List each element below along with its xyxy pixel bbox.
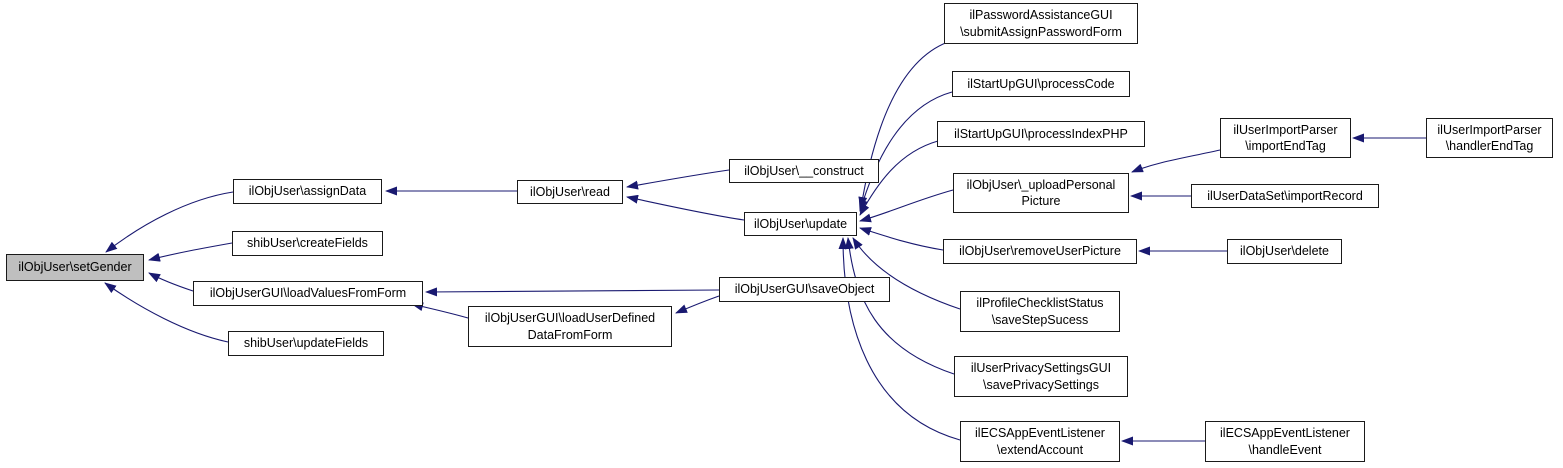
edge-submit-assign-password-form-to-update xyxy=(858,41,949,209)
node-label: \saveStepSucess xyxy=(991,312,1089,327)
node-label: ilObjUser\setGender xyxy=(18,260,132,275)
node-label: ilUserPrivacySettingsGUI xyxy=(970,361,1112,376)
node-remove-user-picture[interactable]: ilObjUser\removeUserPicture xyxy=(943,239,1137,264)
edge-update-to-read xyxy=(626,194,745,221)
node-import-end-tag[interactable]: ilUserImportParser \importEndTag xyxy=(1220,118,1351,158)
node-process-code[interactable]: ilStartUpGUI\processCode xyxy=(952,71,1130,97)
node-label: \handlerEndTag xyxy=(1445,139,1534,153)
edge-extend-account-to-update xyxy=(838,237,961,441)
node-label: ilObjUser\assignData xyxy=(248,184,367,199)
node-label: \handleEvent xyxy=(1248,442,1322,457)
node-label: ilObjUserGUI\loadUserDefined xyxy=(484,311,656,326)
node-label: ilObjUser\read xyxy=(530,184,610,199)
node-label: ilUserDataSet\importRecord xyxy=(1207,188,1363,203)
node-load-values-from-form[interactable]: ilObjUserGUI\loadValuesFromForm xyxy=(193,281,423,306)
node-label: ilUserImportParser xyxy=(1437,122,1542,137)
node-label: ilObjUser\__construct xyxy=(744,163,864,178)
node-label: ilStartUpGUI\processIndexPHP xyxy=(954,126,1128,141)
node-set-gender: ilObjUser\setGender xyxy=(6,254,144,281)
node-construct[interactable]: ilObjUser\__construct xyxy=(729,159,879,183)
node-label: \importEndTag xyxy=(1245,139,1326,153)
node-label: shibUser\updateFields xyxy=(243,336,369,351)
node-label: Picture xyxy=(1021,194,1061,208)
node-read[interactable]: ilObjUser\read xyxy=(517,180,623,204)
edge-process-index-php-to-update xyxy=(859,140,939,216)
node-label: ilObjUser\delete xyxy=(1240,244,1329,259)
edge-update-fields-to-set-gender xyxy=(104,282,229,343)
edge-construct-to-read xyxy=(626,169,730,190)
node-label: shibUser\createFields xyxy=(247,236,368,251)
node-save-object[interactable]: ilObjUserGUI\saveObject xyxy=(719,277,890,302)
node-update-fields[interactable]: shibUser\updateFields xyxy=(228,331,384,356)
node-save-privacy-settings[interactable]: ilUserPrivacySettingsGUI\savePrivacySett… xyxy=(954,356,1128,397)
node-label: ilObjUserGUI\saveObject xyxy=(734,282,875,297)
node-assign-data[interactable]: ilObjUser\assignData xyxy=(233,179,382,204)
node-label: ilProfileChecklistStatus xyxy=(976,296,1104,311)
node-label: ilObjUser\_uploadPersonal xyxy=(966,177,1116,192)
node-label: DataFromForm xyxy=(527,327,613,342)
node-label: ilObjUserGUI\loadValuesFromForm xyxy=(209,286,407,301)
node-submit-assign-password-form[interactable]: ilPasswordAssistanceGUI\submitAssignPass… xyxy=(944,3,1138,44)
node-handle-event[interactable]: ilECSAppEventListener\handleEvent xyxy=(1205,421,1365,462)
node-label: ilObjUser\removeUserPicture xyxy=(959,244,1121,259)
node-label: ilPasswordAssistanceGUI xyxy=(969,8,1113,23)
edge-load-values-from-form-to-set-gender xyxy=(148,272,194,292)
node-label: ilUserImportParser xyxy=(1233,122,1338,137)
edge-process-code-to-update xyxy=(858,91,953,212)
node-delete[interactable]: ilObjUser\delete xyxy=(1227,239,1342,264)
edge-create-fields-to-set-gender xyxy=(148,242,233,262)
node-import-record[interactable]: ilUserDataSet\importRecord xyxy=(1191,184,1379,208)
node-label: ilECSAppEventListener xyxy=(975,426,1105,441)
edge-remove-user-picture-to-update xyxy=(859,227,944,251)
node-label: ilStartUpGUI\processCode xyxy=(967,76,1115,91)
edge-load-user-defined-data-from-form-to-load-values-from-form xyxy=(411,302,469,319)
edge-upload-personal-picture-to-update xyxy=(859,189,954,223)
node-save-step-sucess[interactable]: ilProfileChecklistStatus\saveStepSucess xyxy=(960,291,1120,332)
node-process-index-php[interactable]: ilStartUpGUI\processIndexPHP xyxy=(937,121,1145,147)
node-handler-end-tag[interactable]: ilUserImportParser \handlerEndTag xyxy=(1426,118,1553,158)
node-label: \submitAssignPasswordForm xyxy=(960,24,1122,39)
edge-save-object-to-load-values-from-form xyxy=(425,287,720,297)
edge-save-privacy-settings-to-update xyxy=(844,237,955,375)
node-label: \savePrivacySettings xyxy=(982,377,1100,392)
node-create-fields[interactable]: shibUser\createFields xyxy=(232,231,383,256)
edge-assign-data-to-set-gender xyxy=(105,191,234,253)
edge-save-step-sucess-to-update xyxy=(852,237,961,310)
node-extend-account[interactable]: ilECSAppEventListener\extendAccount xyxy=(960,421,1120,462)
edge-import-end-tag-to-upload-personal-picture xyxy=(1131,149,1221,173)
edge-save-object-to-load-user-defined-data-from-form xyxy=(675,295,720,314)
node-update[interactable]: ilObjUser\update xyxy=(744,212,857,236)
node-label: ilObjUser\update xyxy=(753,216,848,231)
node-label: ilECSAppEventListener xyxy=(1220,426,1350,441)
node-label: \extendAccount xyxy=(996,442,1084,457)
